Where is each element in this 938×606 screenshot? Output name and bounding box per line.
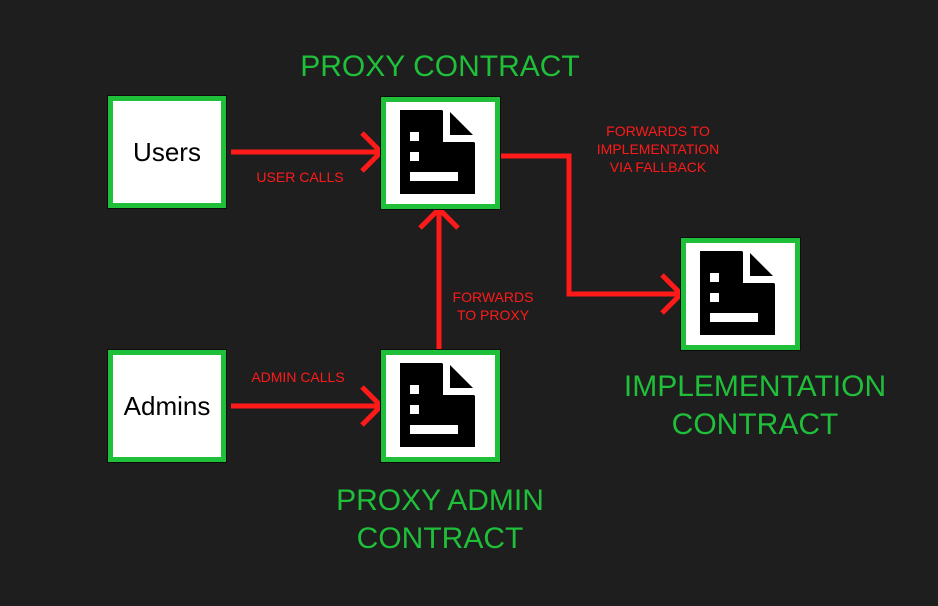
- admin-calls-arrow: [231, 385, 385, 427]
- document-icon: [700, 251, 775, 335]
- forwards-to-implementation-line1: FORWARDS TO: [606, 123, 710, 139]
- user-calls-arrow: [231, 131, 385, 173]
- proxy-admin-title-line1: PROXY ADMIN: [336, 484, 544, 517]
- admins-node: Admins: [107, 349, 227, 463]
- proxy-admin-contract-node: [380, 349, 501, 463]
- user-calls-label: USER CALLS: [240, 168, 360, 186]
- forwards-to-proxy-line1: FORWARDS: [452, 289, 534, 305]
- forwards-to-implementation-label: FORWARDS TO IMPLEMENTATION VIA FALLBACK: [578, 122, 738, 176]
- admin-calls-label: ADMIN CALLS: [236, 368, 360, 386]
- implementation-title-line1: IMPLEMENTATION: [623, 370, 887, 403]
- implementation-title-line2: CONTRACT: [671, 408, 839, 441]
- proxy-contract-title-text: PROXY CONTRACT: [300, 50, 580, 83]
- admin-calls-label-text: ADMIN CALLS: [251, 369, 345, 385]
- proxy-admin-title-line2: CONTRACT: [356, 522, 524, 555]
- admins-label: Admins: [123, 390, 211, 421]
- user-calls-label-text: USER CALLS: [256, 169, 344, 185]
- forwards-to-proxy-arrow: [418, 205, 460, 350]
- users-label: Users: [133, 136, 201, 167]
- document-icon: [400, 110, 475, 194]
- users-node: Users: [107, 95, 227, 209]
- implementation-contract-title: IMPLEMENTATION CONTRACT: [605, 368, 905, 444]
- proxy-contract-node: [380, 96, 501, 210]
- implementation-contract-node: [680, 237, 801, 351]
- proxy-contract-title: PROXY CONTRACT: [290, 48, 590, 86]
- forwards-to-proxy-label: FORWARDS TO PROXY: [433, 288, 553, 324]
- document-icon: [400, 363, 475, 447]
- forwards-to-implementation-line3: VIA FALLBACK: [609, 159, 707, 175]
- proxy-admin-contract-title: PROXY ADMIN CONTRACT: [290, 482, 590, 558]
- forwards-to-proxy-line2: TO PROXY: [456, 307, 530, 323]
- forwards-to-implementation-line2: IMPLEMENTATION: [596, 141, 720, 157]
